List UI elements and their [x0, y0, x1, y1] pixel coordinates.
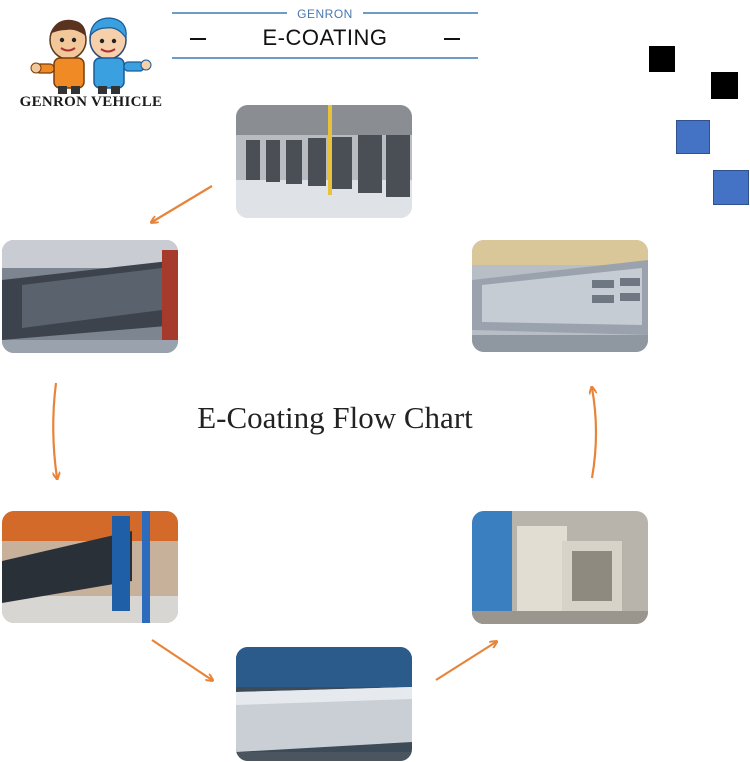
flow-arrow-4	[435, 642, 496, 681]
header-right-dash	[444, 38, 460, 40]
step-photo-chassis-beam	[236, 647, 412, 761]
logo: GENRON VEHICLE	[6, 16, 170, 116]
step-photo-finished-chassis	[472, 240, 648, 352]
header-brand-text: GENRON	[287, 7, 363, 21]
page-title: E-COATING	[262, 25, 388, 50]
flow-arrow-1	[152, 185, 213, 222]
decor-square-black	[711, 72, 738, 99]
flow-arrow-2	[52, 382, 57, 478]
decor-square-blue	[713, 170, 749, 205]
header-left-dash	[190, 38, 206, 40]
step-photo-spray-booth	[472, 511, 648, 624]
step-photo-pretreatment	[236, 105, 412, 218]
logo-text: GENRON VEHICLE	[19, 94, 163, 110]
flow-arrow-3	[151, 639, 212, 680]
header-brand: GENRON	[170, 5, 480, 23]
decor-square-blue	[676, 120, 710, 154]
page-header: GENRON E-COATING	[170, 0, 480, 70]
step-photo-coated-frames	[2, 511, 178, 623]
step-photo-dip-tank	[2, 240, 178, 353]
flow-arrow-5	[592, 388, 598, 479]
mascot-icon	[30, 17, 152, 94]
header-bottom-rule	[172, 57, 478, 59]
decor-square-black	[649, 46, 675, 72]
flow-chart-title: E-Coating Flow Chart	[197, 400, 473, 435]
